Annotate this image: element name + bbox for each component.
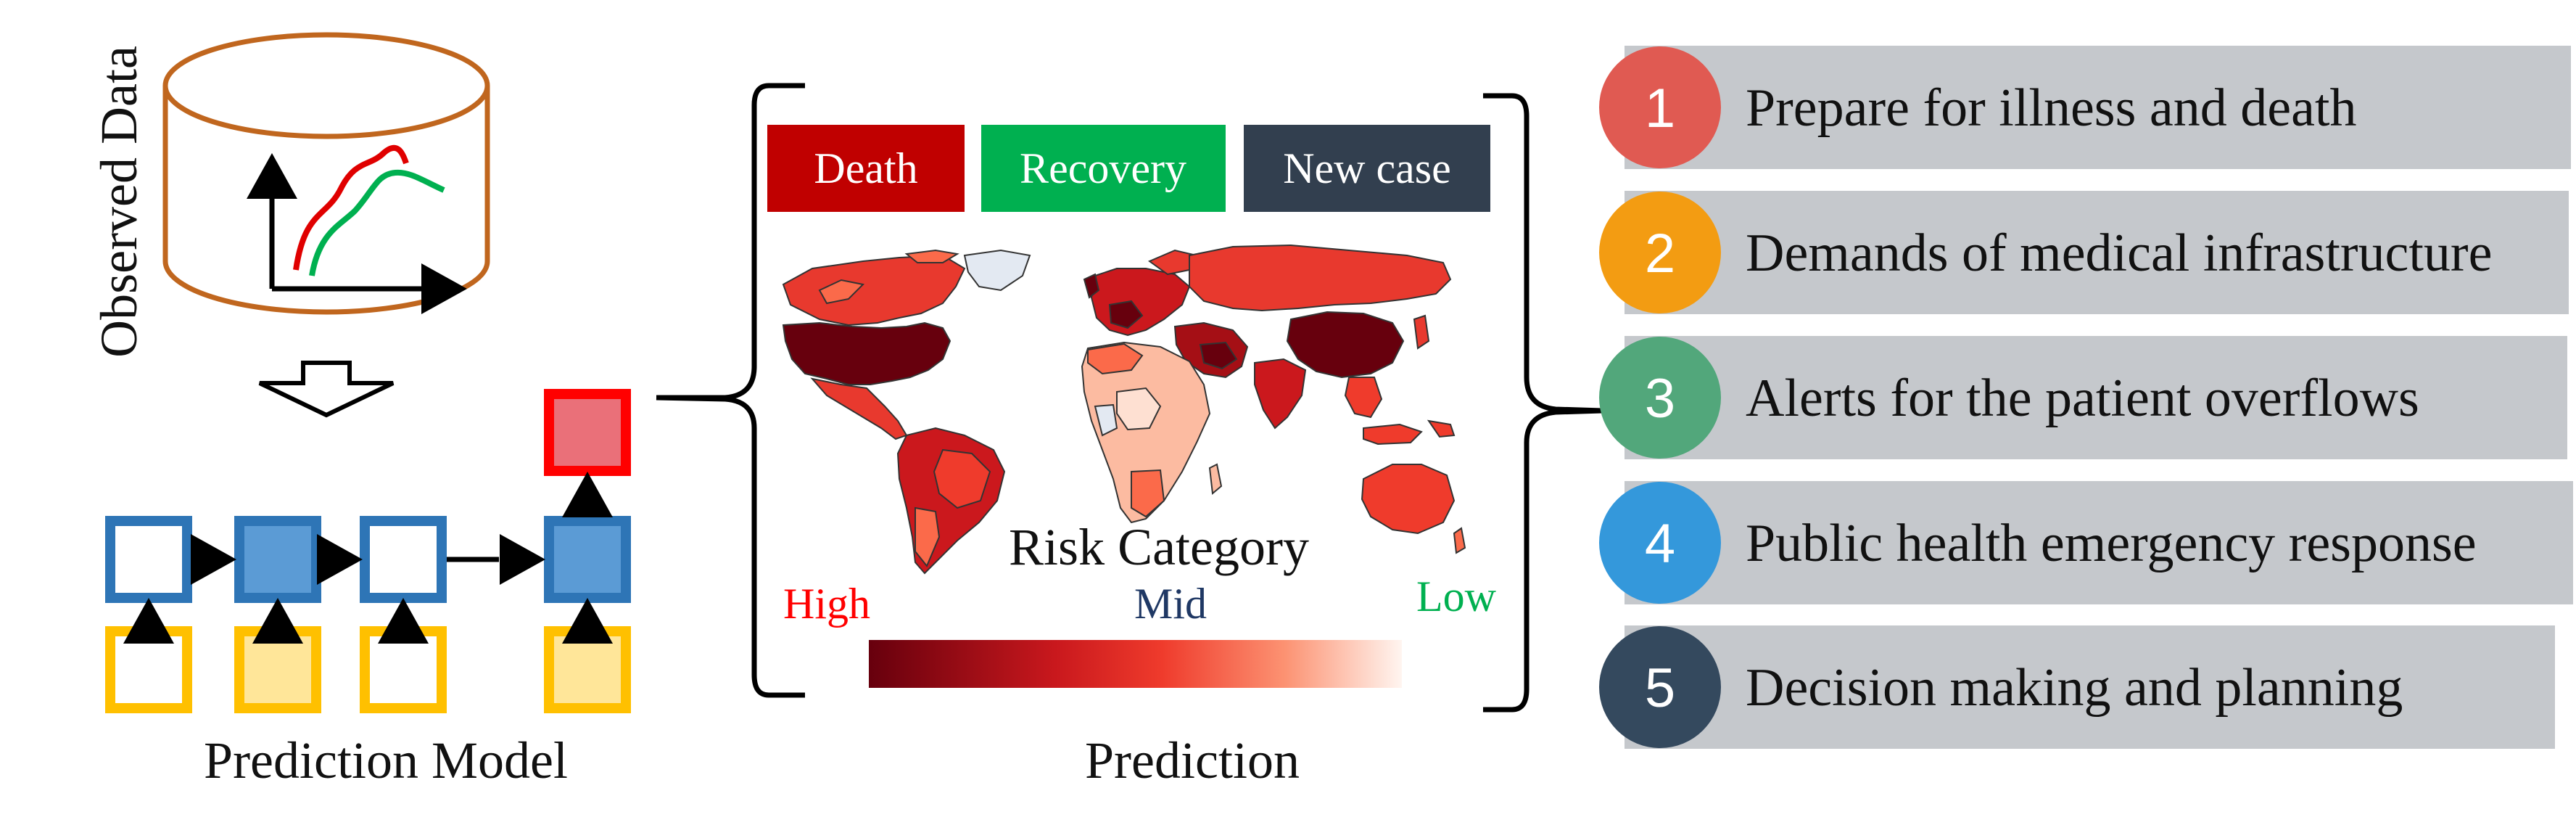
action-item-bar xyxy=(1625,46,2571,169)
action-label: Demands of medical infrastructure xyxy=(1746,223,2492,283)
action-item: 2 Demands of medical infrastructure xyxy=(1599,191,2569,314)
action-number-badge xyxy=(1599,46,1721,168)
prediction-label: Prediction xyxy=(1085,731,1300,789)
model-input-cell-3 xyxy=(360,626,447,713)
model-input-cell-4 xyxy=(544,626,631,713)
prediction-model xyxy=(105,389,631,713)
action-item: 4 Public health emergency response xyxy=(1599,481,2573,604)
action-item-bar xyxy=(1625,625,2555,749)
tab-recovery[interactable] xyxy=(981,125,1226,212)
action-number: 2 xyxy=(1645,223,1675,284)
model-hidden-cell-1 xyxy=(105,516,192,603)
right-brace xyxy=(1483,93,1603,713)
action-label: Prepare for illness and death xyxy=(1746,78,2356,138)
action-item-bar xyxy=(1625,481,2573,604)
model-hidden-cell-4 xyxy=(544,516,631,603)
action-item: 5 Decision making and planning xyxy=(1599,625,2555,749)
action-number-badge xyxy=(1599,337,1721,459)
action-number: 5 xyxy=(1645,657,1675,719)
tab-recovery-label: Recovery xyxy=(1020,144,1186,192)
action-list: 1 Prepare for illness and death 2 Demands o… xyxy=(1599,46,2573,749)
action-number-badge xyxy=(1599,626,1721,748)
action-number-badge xyxy=(1599,482,1721,604)
legend-mid-label: Mid xyxy=(1134,580,1207,628)
action-label: Decision making and planning xyxy=(1746,658,2403,718)
model-input-cell-1 xyxy=(105,626,192,713)
prediction-model-label: Prediction Model xyxy=(204,731,568,789)
observed-data-chart-icon xyxy=(247,144,467,314)
model-output-cell xyxy=(544,389,631,476)
action-item: 3 Alerts for the patient overflows xyxy=(1599,336,2567,459)
legend-low-label: Low xyxy=(1416,572,1497,620)
world-risk-map xyxy=(782,244,1466,575)
observed-data-cylinder xyxy=(162,32,490,315)
down-arrow-icon xyxy=(258,361,395,418)
action-item-bar xyxy=(1625,336,2567,459)
model-hidden-cell-3 xyxy=(360,516,447,603)
legend-title: Risk Category xyxy=(1009,518,1309,576)
observed-data-label: Observed Data xyxy=(90,46,148,358)
left-brace xyxy=(656,83,805,698)
action-label: Alerts for the patient overflows xyxy=(1746,369,2419,428)
tab-death[interactable] xyxy=(767,125,965,212)
legend-high-label: High xyxy=(783,580,870,628)
action-item-bar xyxy=(1625,191,2569,314)
action-number: 3 xyxy=(1645,368,1675,430)
tab-new-case-label: New case xyxy=(1283,144,1451,192)
action-number-badge xyxy=(1599,192,1721,313)
action-number: 4 xyxy=(1645,513,1675,575)
model-input-cell-2 xyxy=(234,626,321,713)
tab-new-case[interactable] xyxy=(1244,125,1490,212)
action-label: Public health emergency response xyxy=(1746,514,2477,573)
risk-color-bar xyxy=(869,640,1402,688)
tab-death-label: Death xyxy=(814,144,917,192)
action-item: 1 Prepare for illness and death xyxy=(1599,46,2571,169)
model-hidden-cell-2 xyxy=(234,516,321,603)
action-number: 1 xyxy=(1645,78,1675,139)
prediction-tabs: Death Recovery New case xyxy=(767,125,1490,212)
